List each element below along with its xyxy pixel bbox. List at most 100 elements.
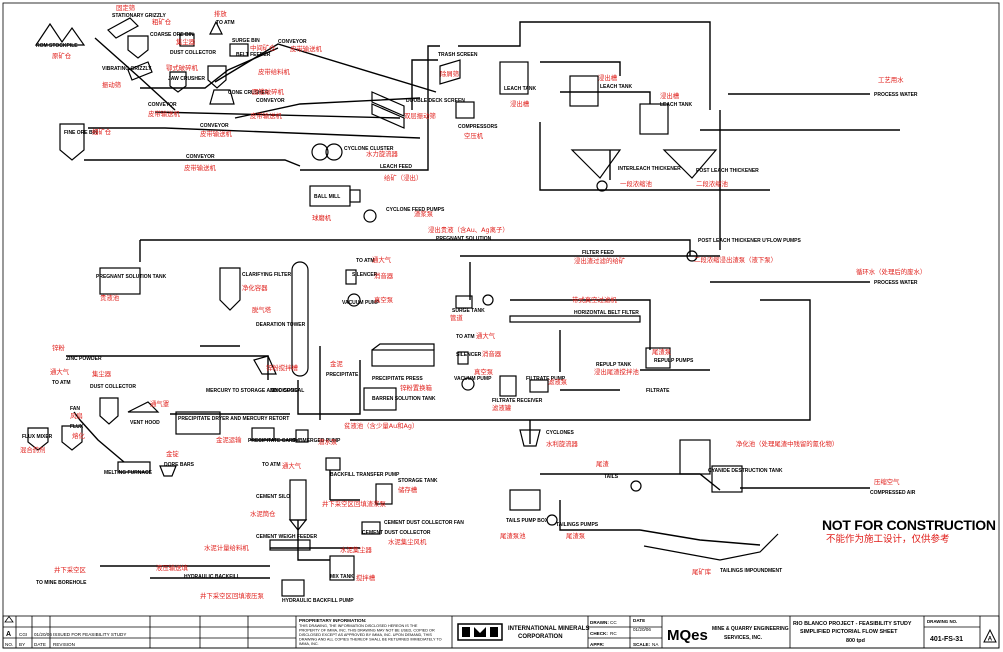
en-tailingspumps: TAILINGS PUMPS bbox=[556, 522, 599, 528]
cn-leach2: 浸出槽 bbox=[598, 73, 618, 82]
rev-mark: A bbox=[988, 637, 993, 643]
cn-backfillpump: 井下采空区回填渣浆泵 bbox=[322, 499, 387, 508]
cn-grizzly: 固定筛 bbox=[116, 3, 136, 12]
en-repulp-pumps: REPULP PUMPS bbox=[654, 358, 694, 364]
cn-flux: 熔化 bbox=[72, 431, 85, 440]
en-cyclone1: CYCLONE CLUSTER bbox=[344, 146, 394, 152]
en-conv-a: CONVEYOR bbox=[278, 39, 307, 45]
cn-cdust: 水泥集尘器 bbox=[340, 545, 373, 554]
cn-surge1: 中间矿仓 bbox=[250, 43, 276, 52]
notice-title: PROPRIETARY INFORMATION: bbox=[299, 618, 367, 623]
en-cyclonepump: CYCLONE FEED PUMPS bbox=[386, 207, 445, 213]
cn-press: 锌粉置换箱 bbox=[400, 383, 433, 392]
engineering-name-1: MINE & QUARRY ENGINEERING bbox=[712, 626, 789, 632]
cn-processwater: 工艺用水 bbox=[878, 75, 904, 84]
en-precip: PRECIPITATE bbox=[326, 372, 359, 378]
cn-ballmill: 球磨机 bbox=[312, 213, 332, 222]
cn-deaeration: 脱气塔 bbox=[252, 305, 272, 314]
rev-header-rev: REVISION bbox=[53, 642, 75, 647]
en-weighfeeder: CEMENT WEIGH FEEDER bbox=[256, 534, 318, 540]
rev-text: ISSUED FOR FEASIBILITY STUDY bbox=[53, 632, 126, 637]
en-compressors: COMPRESSORS bbox=[458, 124, 498, 130]
en-cdust: CEMENT DUST COLLECTOR bbox=[362, 530, 431, 536]
cn-trash: 除屑筛 bbox=[440, 69, 460, 78]
cn-cart: 金泥运输 bbox=[216, 435, 242, 444]
cn-tails: 尾渣 bbox=[596, 459, 609, 468]
notice-line-2: PROPERTY OF IMMA, INC. THIS DRAWING MAY … bbox=[299, 629, 435, 633]
en-retort: PRECIPITATE DRYER AND MERCURY RETORT bbox=[178, 416, 289, 422]
cn-leach1: 浸出槽 bbox=[510, 99, 530, 108]
en-filtrate-pump: FILTRATE PUMP bbox=[526, 376, 566, 382]
en-recycle: PROCESS WATER bbox=[874, 280, 918, 286]
en-cone: CONE CRUSHER bbox=[228, 90, 269, 96]
cn-jaw: 鄂式破碎机 bbox=[166, 63, 199, 72]
cn-conv-d: 皮带输送机 bbox=[200, 129, 233, 138]
rev-letter: A bbox=[6, 631, 11, 638]
cn-atm1: 排放 bbox=[214, 9, 227, 18]
rev-header-date: DATE bbox=[34, 642, 46, 647]
rev-date: 01/20/06 bbox=[34, 632, 52, 637]
mqes-logo: MQes bbox=[667, 627, 708, 644]
cn-impound: 尾矿库 bbox=[692, 567, 712, 576]
en-silencer2: SILENCER bbox=[456, 352, 482, 358]
en-submerged: SUBMERGED PUMP bbox=[292, 438, 341, 444]
cn-hydbackfill: 液压输送填 bbox=[156, 563, 189, 572]
en-dust3: CEMENT DUST COLLECTOR FAN bbox=[384, 520, 464, 526]
en-leachfeed: LEACH FEED bbox=[380, 164, 412, 170]
cn-atm4: 通大气 bbox=[50, 367, 70, 376]
cn-mixtank: 搅拌槽 bbox=[356, 573, 376, 582]
drawn-value: CC bbox=[610, 620, 617, 625]
cn-dust2: 集尘器 bbox=[92, 369, 112, 378]
cn-conv-b: 皮带输送机 bbox=[250, 111, 283, 120]
en-deaeration: DEARATION TOWER bbox=[256, 322, 306, 328]
en-atm2: TO ATM bbox=[356, 258, 375, 264]
en-fluxmixer: FLUX MIXER bbox=[22, 434, 53, 440]
en-coarse: COARSE ORE BIN bbox=[150, 32, 194, 38]
date-label: DATE bbox=[633, 618, 645, 623]
date-value: 01/20/06 bbox=[633, 627, 651, 632]
en-interleach: INTERLEACH THICKENER bbox=[618, 166, 681, 172]
cn-atm5: 通大气 bbox=[282, 461, 302, 470]
en-dust2: DUST COLLECTOR bbox=[90, 384, 136, 390]
project-title-2: SIMPLIFIED PICTORIAL FLOW SHEET bbox=[800, 629, 898, 635]
en-fan: FAN bbox=[70, 406, 80, 412]
cn-pregtank: 贵液池 bbox=[100, 293, 120, 302]
rev-triangle-icon bbox=[983, 628, 997, 643]
en-furnace: MELTING FURNACE bbox=[104, 470, 153, 476]
cn-barren: 贫液池（含少量Au和Ag） bbox=[344, 421, 418, 430]
cn-compressors: 空压机 bbox=[464, 131, 484, 140]
imma-logo bbox=[457, 623, 503, 641]
cn-annotations: 原矿仓 固定筛 粗矿仓 集尘器 排放 中间矿仓 皮带输送机 振动筛 鄂式破碎机 … bbox=[20, 3, 926, 600]
cn-repulp-tank: 浸出尾渣搅拌池 bbox=[594, 367, 639, 376]
cn-borehole: 井下采空区 bbox=[54, 565, 87, 574]
en-cyclones2: CYCLONES bbox=[546, 430, 574, 436]
cn-postleach: 二段浓缩池 bbox=[696, 179, 729, 188]
en-vacpump2: VACUUM PUMP bbox=[454, 376, 492, 382]
cn-conv-a: 皮带输送机 bbox=[290, 44, 323, 53]
cn-ddscreen: 双层振动筛 bbox=[404, 111, 437, 120]
not-for-construction-cn: 不能作为施工设计，仅供参考 bbox=[826, 533, 950, 545]
en-pregtank: PREGNANT SOLUTION TANK bbox=[96, 274, 167, 280]
rev-row-triangle-icon bbox=[4, 615, 14, 623]
en-grizzly: STATIONARY GRIZZLY bbox=[112, 13, 166, 19]
en-atm3: TO ATM bbox=[456, 334, 475, 340]
en-leach1: LEACH TANK bbox=[504, 86, 537, 92]
en-doree: DORE BARS bbox=[164, 462, 195, 468]
en-flux: FLUX bbox=[70, 424, 84, 430]
en-filterfeed: FILTER FEED bbox=[582, 250, 614, 256]
en-storage: STORAGE TANK bbox=[398, 478, 438, 484]
pipe-network bbox=[66, 21, 900, 579]
en-conv-d: CONVEYOR bbox=[200, 123, 229, 129]
cn-precip: 金泥 bbox=[330, 359, 343, 368]
cn-beltfeeder: 皮带给料机 bbox=[258, 67, 291, 76]
en-zincpowder: ZINC POWDER bbox=[66, 356, 102, 362]
en-venthood: VENT HOOD bbox=[130, 420, 160, 426]
en-rom: ROM STOCKPILE bbox=[36, 43, 78, 49]
en-conv-e: CONVEYOR bbox=[186, 154, 215, 160]
not-for-construction-stamp: NOT FOR CONSTRUCTION bbox=[822, 517, 996, 533]
cn-cyclones2: 水利旋流器 bbox=[546, 439, 579, 448]
cn-doree: 金锭 bbox=[166, 449, 179, 458]
en-filtrate-rcv: FILTRATE RECEIVER bbox=[492, 398, 543, 404]
